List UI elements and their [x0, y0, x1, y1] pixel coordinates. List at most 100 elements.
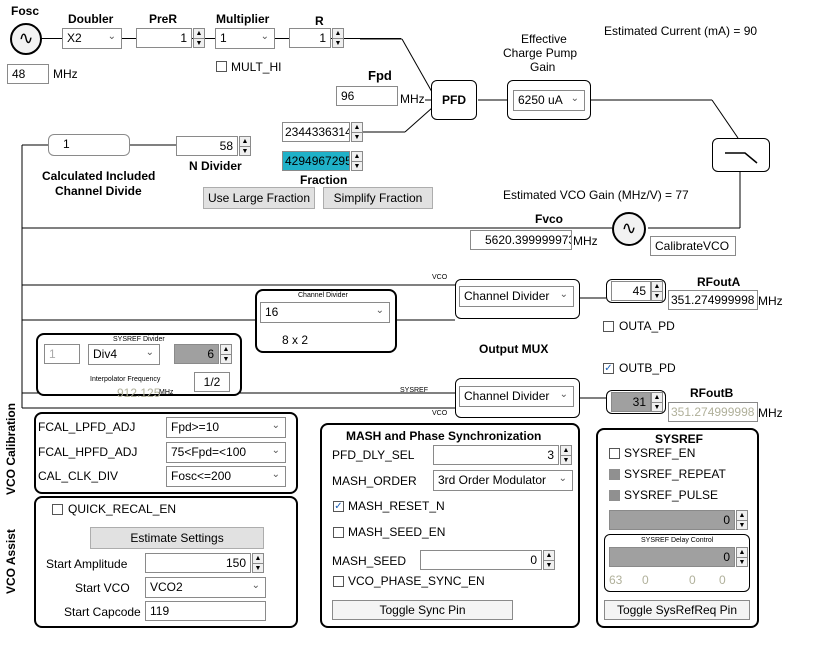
- pfd-dly-input[interactable]: 3: [433, 445, 559, 465]
- sysref-delay-spinner[interactable]: ▲▼: [736, 547, 748, 567]
- channel-divide-input[interactable]: 1: [48, 134, 130, 156]
- start-amplitude-input[interactable]: 150: [145, 553, 251, 573]
- charge-pump-select[interactable]: 6250 uA⌄: [513, 90, 585, 111]
- quick-recal-label: QUICK_RECAL_EN: [68, 502, 177, 516]
- wire-top: [28, 38, 400, 39]
- mash-order-label: MASH_ORDER: [332, 474, 417, 488]
- fpd-unit: MHz: [400, 92, 425, 106]
- start-capcode-input[interactable]: 119: [145, 601, 266, 621]
- charge-pump-title-2: Charge Pump: [503, 46, 578, 60]
- sysref-pulse-checkbox[interactable]: [609, 490, 620, 501]
- sysref-en-checkbox[interactable]: [609, 448, 620, 459]
- rfouta-title: RFoutA: [697, 275, 741, 289]
- pfd-dly-spinner[interactable]: ▲▼: [560, 445, 572, 465]
- fraction-denominator-spinner[interactable]: ▲▼: [351, 151, 363, 171]
- fvco-input[interactable]: 5620.3999999735: [470, 230, 572, 250]
- use-large-fraction-button[interactable]: Use Large Fraction: [203, 187, 315, 209]
- sysref-value1-spinner[interactable]: ▲▼: [736, 510, 748, 530]
- mash-seed-en-checkbox[interactable]: [333, 527, 344, 538]
- channel-divider-select[interactable]: 16⌄: [260, 302, 390, 323]
- oscillator-icon: ∿: [10, 23, 42, 55]
- mux-b-select[interactable]: Channel Divider⌄: [459, 386, 574, 407]
- sysref-title: SYSREF: [655, 432, 704, 446]
- quick-recal-checkbox[interactable]: [52, 504, 63, 515]
- multiplier-select[interactable]: 1⌄: [215, 28, 275, 49]
- chevron-down-icon: ⌄: [558, 473, 567, 484]
- r-title: R: [315, 14, 324, 28]
- start-amplitude-spinner[interactable]: ▲▼: [252, 553, 264, 573]
- pfd-block: PFD: [431, 80, 477, 120]
- sysref-delay-num-3: 0: [689, 573, 696, 587]
- sysref-value-input[interactable]: 6: [174, 344, 219, 364]
- fcal-lpfd-select[interactable]: Fpd>=10⌄: [166, 417, 286, 438]
- sysref-repeat-label: SYSREF_REPEAT: [624, 467, 726, 481]
- sysref-repeat-checkbox[interactable]: [609, 469, 620, 480]
- outa-pd-checkbox[interactable]: [603, 321, 614, 332]
- rfouta-unit: MHz: [758, 294, 783, 308]
- outa-pd-label: OUTA_PD: [619, 319, 675, 333]
- n-divider-label: N Divider: [189, 159, 242, 173]
- rfouta-power-input[interactable]: 45: [611, 281, 651, 301]
- fraction-numerator-spinner[interactable]: ▲▼: [351, 122, 363, 142]
- estimated-current: Estimated Current (mA) = 90: [604, 24, 758, 38]
- sysref-value1-input[interactable]: 0: [609, 510, 735, 530]
- sysref-delay-input[interactable]: 0: [609, 547, 735, 567]
- fvco-unit: MHz: [573, 234, 598, 248]
- mult-hi-checkbox[interactable]: [216, 61, 227, 72]
- rfoutb-power-input[interactable]: 31: [611, 392, 651, 412]
- sysref-en-label: SYSREF_EN: [624, 446, 696, 460]
- prer-spinner[interactable]: ▲▼: [193, 28, 205, 48]
- outb-pd-label: OUTB_PD: [619, 361, 676, 375]
- channel-divider-line: 8 x 2: [282, 333, 309, 347]
- mash-seed-input[interactable]: 0: [420, 550, 542, 570]
- rfoutb-freq-input: 351.274999998: [668, 402, 758, 422]
- fosc-input[interactable]: 48: [7, 64, 49, 84]
- rfoutb-power-spinner[interactable]: ▲▼: [651, 392, 663, 412]
- prer-title: PreR: [149, 12, 178, 26]
- n-divider-spinner[interactable]: ▲▼: [239, 136, 251, 156]
- sysref-delay-num-4: 0: [719, 573, 726, 587]
- mash-order-select[interactable]: 3rd Order Modulator⌄: [433, 470, 573, 491]
- calibrate-vco-button[interactable]: CalibrateVCO: [650, 236, 736, 256]
- sysref-div-select[interactable]: Div4⌄: [88, 344, 160, 365]
- r-spinner[interactable]: ▲▼: [332, 28, 344, 48]
- fvco-title: Fvco: [535, 212, 564, 226]
- start-vco-select[interactable]: VCO2⌄: [145, 577, 266, 598]
- fraction-numerator-input[interactable]: 2344336314: [282, 122, 350, 142]
- r-input[interactable]: 1: [289, 28, 331, 48]
- vco-assist-label: VCO Assist: [4, 529, 18, 594]
- vco-oscillator-icon: ∿: [612, 212, 646, 246]
- sysref-pulse-label: SYSREF_PULSE: [624, 488, 719, 502]
- outb-pd-checkbox[interactable]: ✓: [603, 363, 614, 374]
- mux-a-select[interactable]: Channel Divider⌄: [459, 286, 574, 307]
- n-divider-input[interactable]: 58: [176, 136, 238, 156]
- mash-reset-checkbox[interactable]: ✓: [333, 501, 344, 512]
- prer-input[interactable]: 1: [136, 28, 192, 48]
- rfoutb-title: RFoutB: [690, 386, 734, 400]
- mash-seed-spinner[interactable]: ▲▼: [543, 550, 555, 570]
- mash-title: MASH and Phase Synchronization: [346, 429, 542, 443]
- vco-gain-text: Estimated VCO Gain (MHz/V) = 77: [503, 188, 689, 202]
- sysref-value-spinner[interactable]: ▲▼: [220, 344, 232, 364]
- estimate-settings-button[interactable]: Estimate Settings: [90, 527, 264, 549]
- cal-clk-div-select[interactable]: Fosc<=200⌄: [166, 466, 286, 487]
- chevron-down-icon: ⌄: [559, 289, 568, 300]
- rfouta-power-spinner[interactable]: ▲▼: [651, 281, 663, 301]
- lowpass-filter-icon: [725, 152, 758, 164]
- toggle-sync-pin-button[interactable]: Toggle Sync Pin: [332, 600, 513, 620]
- vco-phase-sync-checkbox[interactable]: [333, 576, 344, 587]
- fraction-denominator-input[interactable]: 4294967295: [282, 151, 350, 171]
- doubler-title: Doubler: [68, 12, 114, 26]
- doubler-select[interactable]: X2⌄: [62, 28, 122, 49]
- rfouta-freq-input[interactable]: 351.274999998: [668, 290, 758, 310]
- rfoutb-unit: MHz: [758, 406, 783, 420]
- fpd-input[interactable]: 96: [336, 86, 398, 106]
- toggle-sysrefreq-button[interactable]: Toggle SysRefReq Pin: [604, 600, 750, 620]
- start-capcode-label: Start Capcode: [64, 605, 141, 619]
- fosc-title: Fosc: [11, 4, 40, 18]
- chevron-down-icon: ⌄: [271, 469, 280, 480]
- chevron-down-icon: ⌄: [251, 580, 260, 591]
- vco-calibration-label: VCO Calibration: [4, 402, 18, 495]
- fcal-hpfd-select[interactable]: 75<Fpd=<100⌄: [166, 442, 286, 463]
- simplify-fraction-button[interactable]: Simplify Fraction: [323, 187, 433, 209]
